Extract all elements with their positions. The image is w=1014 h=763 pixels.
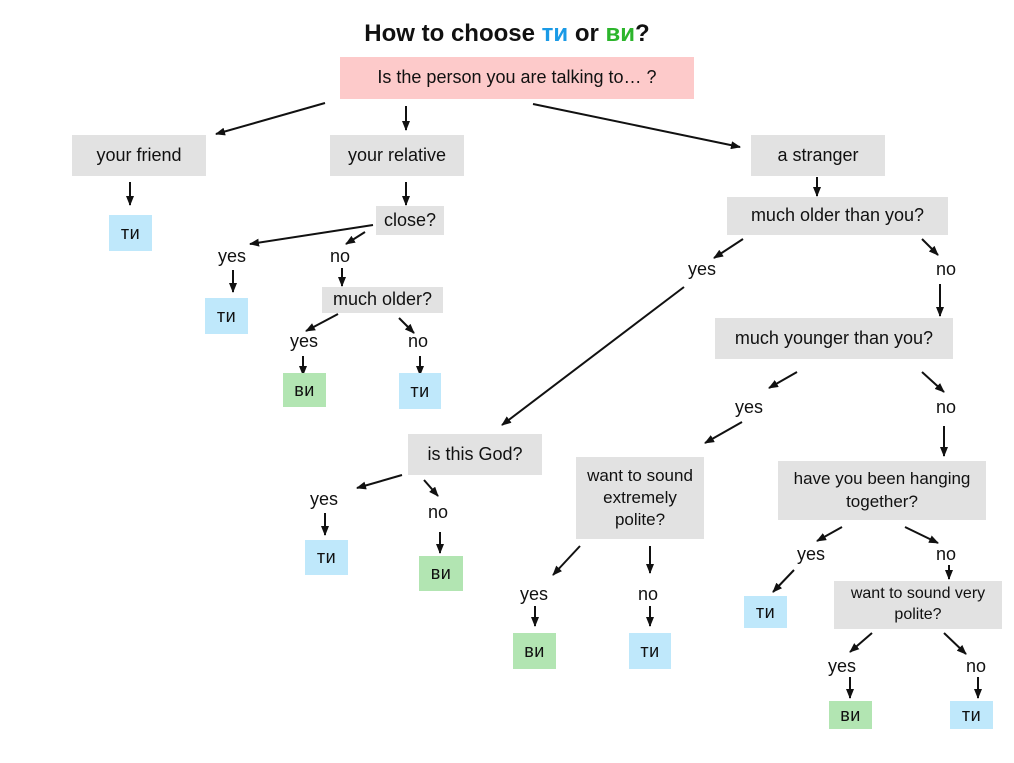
arrow-hanging-yes <box>816 526 843 542</box>
arrow-younger-yes <box>768 371 798 389</box>
node-much-older-than-you: much older than you? <box>727 197 948 235</box>
arrow-close-no <box>345 231 366 245</box>
arrow-god-no <box>423 479 439 497</box>
label-much-older-yes: yes <box>290 331 319 351</box>
label-hanging-yes: yes <box>797 544 826 564</box>
arrow-older-yes <box>305 313 339 332</box>
answer-ti-god-yes: ти <box>305 540 348 575</box>
node-your-relative: your relative <box>330 135 464 176</box>
arrow-root-stranger <box>532 103 741 150</box>
title-suffix: ? <box>635 20 650 47</box>
arrow-hanging-no <box>904 526 939 544</box>
title-ti: ти <box>541 20 569 47</box>
node-much-younger-than-you: much younger than you? <box>715 318 953 359</box>
answer-ti-much-older-no: ти <box>399 373 441 409</box>
arrow-very-polite-yes <box>849 632 873 653</box>
arrow-younger-no <box>921 371 945 393</box>
label-hanging-no: no <box>936 544 957 564</box>
answer-vi-very-polite-yes: ви <box>829 701 872 729</box>
node-very-polite: want to sound very polite? <box>834 581 1002 629</box>
arrow-polite-yes <box>552 545 581 576</box>
label-polite-no: no <box>638 584 659 604</box>
label-stranger-older-yes: yes <box>688 259 717 279</box>
label-close-yes: yes <box>218 246 247 266</box>
root-question: Is the person you are talking to… ? <box>340 57 694 99</box>
title-vi: ви <box>605 20 636 47</box>
answer-vi-god-no: ви <box>419 556 463 591</box>
label-younger-no: no <box>936 397 957 417</box>
label-very-polite-yes: yes <box>828 656 857 676</box>
label-god-yes: yes <box>310 489 339 509</box>
arrow-close-yes <box>249 224 374 247</box>
arrow-older-no <box>398 317 415 334</box>
label-close-no: no <box>330 246 351 266</box>
node-is-this-god: is this God? <box>408 434 542 475</box>
answer-vi-extremely-polite-yes: ви <box>513 633 556 669</box>
arrow-very-polite-no <box>943 632 967 655</box>
answer-vi-much-older-yes: ви <box>283 373 326 407</box>
arrow-stranger-yes <box>713 238 744 259</box>
label-very-polite-no: no <box>966 656 987 676</box>
arrow-stranger-no <box>921 238 939 256</box>
title-prefix: How to choose <box>364 20 542 47</box>
label-stranger-older-no: no <box>936 259 957 279</box>
node-your-friend: your friend <box>72 135 206 176</box>
arrow-yes-god <box>501 286 685 426</box>
page-title: How to choose ти or ви? <box>0 20 1014 48</box>
arrow-younger-yes-polite <box>704 421 743 444</box>
title-mid: or <box>568 20 606 47</box>
answer-ti-very-polite-no: ти <box>950 701 993 729</box>
answer-ti-hanging-yes: ти <box>744 596 787 628</box>
answer-ti-close-yes: ти <box>205 298 248 334</box>
answer-ti-extremely-polite-no: ти <box>629 633 671 669</box>
label-god-no: no <box>428 502 449 522</box>
arrow-hanging-yes-answer <box>772 569 795 593</box>
arrow-god-yes <box>356 474 403 490</box>
label-younger-yes: yes <box>735 397 764 417</box>
label-much-older-no: no <box>408 331 429 351</box>
node-a-stranger: a stranger <box>751 135 885 176</box>
node-hanging-together: have you been hanging together? <box>778 461 986 520</box>
node-close: close? <box>376 206 444 235</box>
label-polite-yes: yes <box>520 584 549 604</box>
answer-ti-friend: ти <box>109 215 152 251</box>
arrow-root-friend <box>215 102 326 136</box>
node-extremely-polite: want to sound extremely polite? <box>576 457 704 539</box>
node-much-older: much older? <box>322 287 443 313</box>
